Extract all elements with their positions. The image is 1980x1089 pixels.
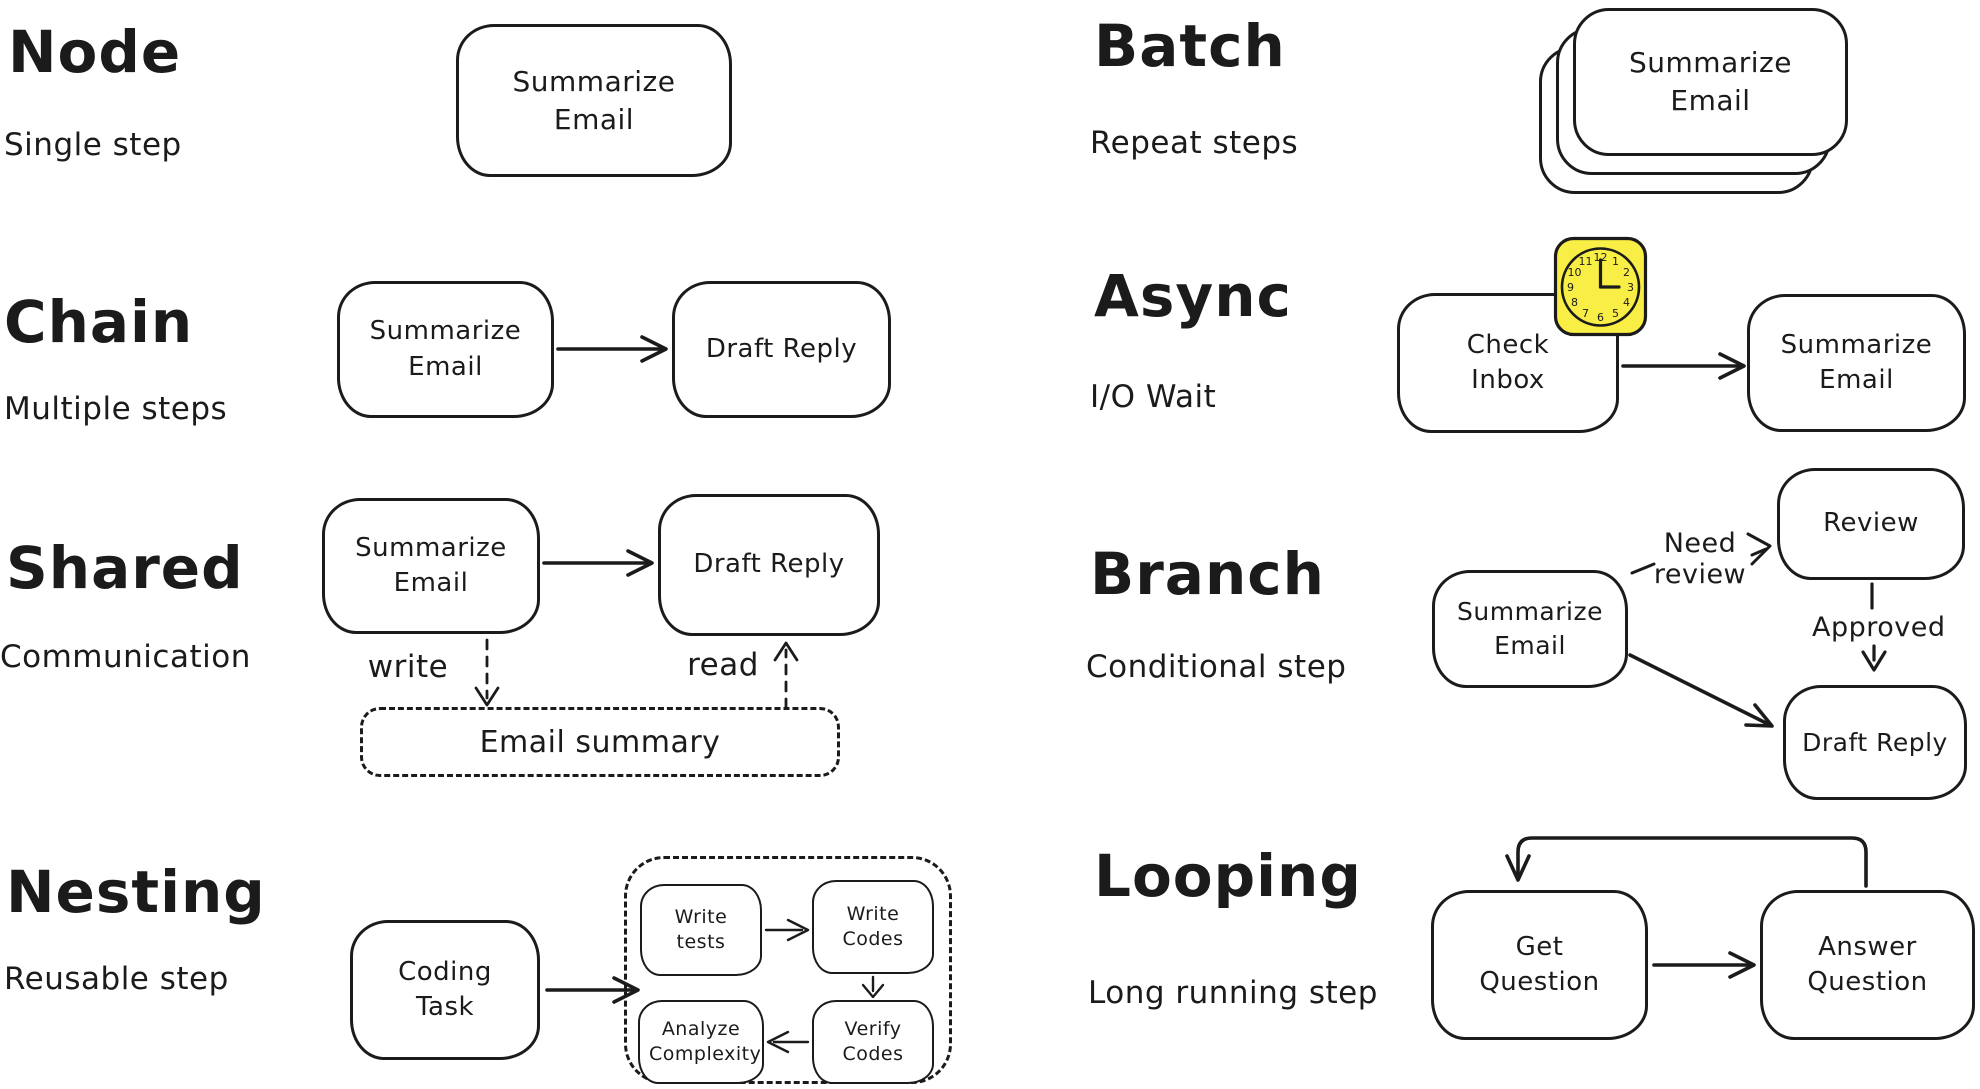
svg-text:3: 3 [1627, 281, 1634, 294]
shared-subtitle: Communication [0, 639, 251, 675]
chain-subtitle: Multiple steps [4, 391, 228, 427]
async-subtitle: I/O Wait [1090, 379, 1217, 415]
svg-text:10: 10 [1568, 266, 1582, 279]
box-label: Write tests [674, 906, 728, 953]
branch-direct-arrow [1628, 653, 1774, 728]
box-label: Verify Codes [842, 1018, 904, 1065]
nesting-subtitle: Reusable step [4, 961, 229, 997]
read-edge-label: read [687, 647, 759, 683]
svg-text:4: 4 [1623, 296, 1630, 309]
branch-box-draft-reply: Draft Reply [1783, 685, 1967, 800]
box-label: Coding Task [398, 956, 492, 1022]
box-label: Draft Reply [705, 333, 858, 364]
need-review-edge-label: Need review [1653, 528, 1747, 591]
shared-box-summarize-email: Summarize Email [322, 498, 540, 634]
svg-text:6: 6 [1597, 311, 1604, 324]
box-label: Get Question [1479, 931, 1600, 997]
looping-title: Looping [1094, 842, 1362, 910]
batch-subtitle: Repeat steps [1090, 125, 1299, 161]
box-label: Draft Reply [693, 549, 845, 580]
looping-box-answer-question: Answer Question [1760, 890, 1975, 1040]
nesting-group-container [624, 856, 952, 1084]
box-label: Draft Reply [1802, 727, 1948, 757]
svg-text:7: 7 [1582, 307, 1589, 320]
node-box-summarize-email: Summarize Email [456, 24, 732, 177]
nesting-box-write-tests: Write tests [640, 884, 762, 976]
box-label: Summarize Email [369, 316, 522, 382]
svg-text:1: 1 [1612, 255, 1619, 268]
branch-box-summarize-email: Summarize Email [1432, 570, 1628, 688]
batch-title: Batch [1094, 12, 1286, 80]
svg-text:9: 9 [1567, 281, 1574, 294]
branch-title: Branch [1090, 540, 1325, 608]
nesting-box-verify-codes: Verify Codes [812, 1000, 934, 1084]
shared-read-arrow [773, 641, 799, 710]
nesting-title: Nesting [6, 858, 266, 926]
branch-subtitle: Conditional step [1086, 649, 1347, 685]
shared-box-draft-reply: Draft Reply [658, 494, 880, 636]
chain-box-summarize-email: Summarize Email [337, 281, 554, 418]
box-label: Summarize Email [1457, 597, 1603, 660]
nesting-box-write-codes: Write Codes [812, 880, 934, 974]
nesting-box-analyze-complexity: Analyze Complexity [638, 1000, 764, 1084]
branch-box-review: Review [1777, 468, 1965, 580]
box-label: Review [1823, 508, 1919, 539]
store-label: Email summary [479, 724, 721, 760]
box-label: Analyze Complexity [649, 1018, 762, 1065]
svg-text:2: 2 [1623, 266, 1630, 279]
shared-title: Shared [6, 534, 244, 602]
batch-card-front-summarize-email: Summarize Email [1573, 8, 1848, 156]
svg-text:5: 5 [1612, 307, 1619, 320]
looping-subtitle: Long running step [1088, 975, 1378, 1011]
shared-store-email-summary: Email summary [360, 707, 840, 777]
write-edge-label: write [367, 649, 449, 685]
chain-arrow [556, 335, 668, 363]
async-arrow [1621, 352, 1746, 380]
looping-box-get-question: Get Question [1431, 890, 1648, 1040]
looping-back-arrow [1505, 836, 1868, 888]
node-subtitle: Single step [4, 127, 182, 163]
shared-arrow [542, 549, 654, 577]
async-title: Async [1094, 262, 1292, 330]
svg-text:8: 8 [1571, 296, 1578, 309]
shared-write-arrow [474, 638, 500, 707]
approved-edge-label: Approved [1812, 612, 1946, 643]
chain-title: Chain [4, 288, 194, 356]
box-label: Summarize Email [1780, 329, 1933, 395]
looping-main-arrow [1652, 951, 1756, 979]
svg-text:12: 12 [1594, 251, 1608, 264]
box-label: Summarize Email [512, 64, 676, 136]
node-title: Node [8, 18, 182, 86]
nesting-box-coding-task: Coding Task [350, 920, 540, 1060]
box-label: Write Codes [842, 903, 904, 950]
chain-box-draft-reply: Draft Reply [672, 281, 891, 418]
box-label: Answer Question [1807, 931, 1928, 997]
svg-text:11: 11 [1579, 255, 1593, 268]
box-label: Summarize Email [355, 532, 507, 598]
box-label: Check Inbox [1466, 329, 1550, 395]
async-box-summarize-email: Summarize Email [1747, 294, 1966, 432]
box-label: Summarize Email [1629, 46, 1792, 117]
